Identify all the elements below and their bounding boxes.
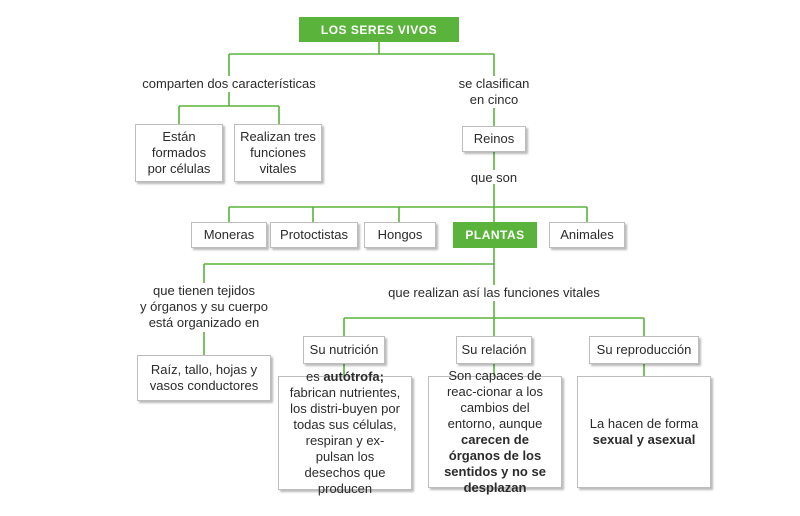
kingdom-plantas: PLANTAS: [453, 222, 537, 248]
desc-nutricion: es autótrofa; fabrican nutrientes, los d…: [278, 369, 412, 496]
func-relacion: Su relación: [456, 336, 532, 364]
label-tejidos-line2: y órganos y su cuerpo: [140, 299, 268, 314]
label-tejidos-organos: que tienen tejidos y órganos y su cuerpo…: [124, 283, 284, 331]
func-nutricion-text: Su nutrición: [309, 342, 379, 357]
label-tejidos-line3: está organizado en: [148, 315, 260, 330]
desc-relacion-bold: carecen de órganos de los sentidos y no …: [444, 432, 546, 495]
desc-nutricion-rest: fabrican nutrientes, los distri-buyen po…: [289, 385, 401, 496]
label-tejidos-line1: que tienen tejidos: [153, 283, 255, 298]
kingdom-hongos-text: Hongos: [377, 227, 423, 242]
label-se-clasifican: se clasifican en cinco: [444, 76, 544, 108]
desc-reproduccion-pre: La hacen de forma: [589, 416, 699, 431]
func-nutricion: Su nutrición: [303, 336, 385, 364]
label-que-son: que son: [470, 170, 518, 185]
desc-relacion: Son capaces de reac-cionar a los cambios…: [428, 368, 562, 495]
kingdom-moneras: Moneras: [191, 222, 267, 248]
box-formados-por-celulas: Están formados por células: [135, 124, 223, 182]
kingdom-animales-text: Animales: [560, 227, 614, 242]
func-relacion-text: Su relación: [461, 342, 527, 357]
desc-nutricion-pre: es: [305, 369, 324, 384]
desc-relacion-pre: Son capaces de reac-cionar a los cambios…: [446, 368, 544, 431]
desc-nutricion-bold: autótrofa;: [323, 369, 384, 384]
box-tres-funciones: Realizan tres funciones vitales: [234, 124, 322, 182]
kingdom-protoctistas-text: Protoctistas: [280, 227, 348, 242]
kingdom-protoctistas: Protoctistas: [270, 222, 358, 248]
box-reinos-text: Reinos: [473, 131, 515, 146]
label-se-clasifican-line1: se clasifican: [458, 76, 530, 91]
desc-relacion-text: Son capaces de reac-cionar a los cambios…: [437, 368, 553, 496]
root-title: LOS SERES VIVOS: [299, 17, 459, 42]
root-title-text: LOS SERES VIVOS: [320, 22, 438, 37]
kingdom-animales: Animales: [549, 222, 625, 248]
box1-line2: formados: [151, 145, 207, 160]
func-reproduccion: Su reproducción: [589, 336, 699, 364]
desc-reproduccion: La hacen de forma sexual y asexual: [577, 376, 711, 488]
kingdom-plantas-text: PLANTAS: [465, 228, 525, 242]
box-reinos: Reinos: [462, 126, 526, 152]
box2-line1: Realizan tres: [240, 129, 316, 144]
box1-line3: por células: [147, 161, 211, 176]
box1-line1: Están: [162, 129, 196, 144]
kingdom-hongos: Hongos: [364, 222, 436, 248]
label-funciones-vitales: que realizan así las funciones vitales: [388, 285, 600, 300]
desc-nutricion-text: es autótrofa; fabrican nutrientes, los d…: [287, 369, 403, 497]
desc-reproduccion-bold: sexual y asexual: [592, 432, 696, 447]
kingdom-moneras-text: Moneras: [203, 227, 255, 242]
box-raiz-line2: vasos conductores: [149, 378, 259, 393]
desc-reproduccion-text: La hacen de forma sexual y asexual: [588, 416, 700, 448]
func-reproduccion-text: Su reproducción: [596, 342, 692, 357]
label-comparten: comparten dos características: [142, 76, 316, 91]
box-raiz-tallo-hojas: Raíz, tallo, hojas y vasos conductores: [137, 355, 271, 401]
box2-line3: vitales: [259, 161, 297, 176]
box2-line2: funciones: [250, 145, 306, 160]
box-raiz-line1: Raíz, tallo, hojas y: [150, 362, 258, 377]
label-se-clasifican-line2: en cinco: [469, 92, 519, 107]
